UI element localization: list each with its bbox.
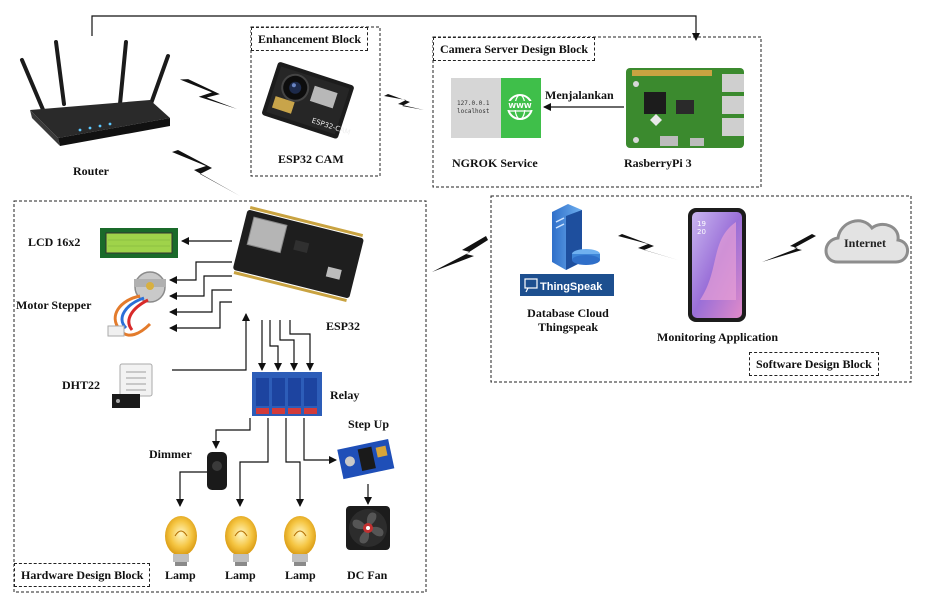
enhancement-block-title: Enhancement Block: [251, 27, 369, 51]
dht22-icon: [112, 363, 153, 408]
ngrok-host-text: localhost: [457, 108, 490, 115]
menjalankan-label: Menjalankan: [545, 88, 614, 102]
step-up-label: Step Up: [348, 417, 390, 431]
router-to-raspberry-line: [91, 15, 700, 41]
lamp-icon: [225, 516, 257, 566]
relay-to-lamp2-arrow: [236, 418, 269, 507]
esp32-to-motor-arrow: [169, 289, 232, 316]
esp32-to-relay-arrow: [269, 320, 282, 371]
wireless-symbol: [432, 236, 488, 272]
enhancement-block-frame: [250, 26, 381, 177]
lamp-icon: [284, 516, 316, 566]
esp32-cam-label: ESP32 CAM: [278, 152, 344, 166]
phone-time-text: 19: [697, 220, 706, 228]
monitoring-app-label: Monitoring Application: [657, 330, 779, 344]
router-label: Router: [73, 164, 109, 178]
dimmer-label: Dimmer: [149, 447, 192, 461]
hardware-block-frame: [13, 200, 427, 593]
thingspeak-logo-text: ThingSpeak: [540, 281, 603, 293]
relay-label: Relay: [330, 388, 360, 402]
phone-date-text: 20: [697, 228, 706, 236]
internet-label: Internet: [844, 236, 886, 250]
esp32-label: ESP32: [326, 319, 361, 333]
wireless-symbol: [618, 234, 678, 260]
lamp-icon: [165, 516, 197, 566]
esp32-to-relay-arrow: [289, 320, 314, 371]
motor-stepper-label: Motor Stepper: [16, 298, 92, 312]
software-block-title: Software Design Block: [749, 352, 879, 376]
esp32-to-motor-arrow: [169, 275, 232, 300]
lcd-label: LCD 16x2: [28, 235, 81, 249]
thingspeak-logo: ThingSpeak: [520, 274, 614, 296]
wireless-symbol: [762, 234, 816, 262]
camera-server-block-title: Camera Server Design Block: [433, 37, 596, 61]
esp32-to-motor-arrow: [169, 301, 232, 332]
step-up-icon: [337, 438, 395, 480]
lamp-label: Lamp: [165, 568, 196, 582]
relay-to-stepup-arrow: [303, 418, 337, 464]
software-block-frame: [490, 195, 912, 383]
wireless-symbol: [172, 150, 240, 196]
dht22-to-esp32-arrow: [172, 313, 250, 371]
esp32-board-icon: [233, 206, 364, 303]
hardware-block-title: Hardware Design Block: [14, 563, 151, 587]
lcd-16x2-icon: [100, 228, 178, 258]
ngrok-www-text: WWW: [508, 102, 531, 110]
esp32-to-relay-arrow: [279, 320, 298, 371]
router-icon: [20, 40, 170, 146]
internet-cloud-icon: [824, 219, 909, 264]
dimmer-icon: [207, 452, 227, 490]
wireless-symbol: [384, 94, 424, 110]
database-label-line2: Thingspeak: [537, 320, 599, 334]
raspberry-label: RasberryPi 3: [624, 156, 692, 170]
smartphone-icon: 19 20: [688, 208, 746, 322]
ngrok-service-icon: 127.0.0.1 localhost WWW: [451, 78, 541, 138]
lamp-label: Lamp: [225, 568, 256, 582]
dc-fan-label: DC Fan: [347, 568, 388, 582]
dht22-label: DHT22: [62, 378, 101, 392]
relay-icon: [252, 372, 322, 416]
raspberry-pi-icon: [626, 68, 744, 148]
database-label-line1: Database Cloud: [527, 306, 609, 320]
lamp-label: Lamp: [285, 568, 316, 582]
relay-to-lamp3-arrow: [285, 418, 304, 507]
relay-to-dimmer-arrow: [212, 418, 251, 449]
ngrok-ip-text: 127.0.0.1: [457, 100, 490, 107]
database-server-icon: [552, 204, 600, 270]
esp32-to-motor-arrow: [169, 261, 232, 284]
esp32-cam-icon: ESP32-CAM: [262, 62, 354, 139]
dimmer-to-lamp1-arrow: [176, 471, 207, 507]
camera-server-block-frame: [432, 36, 762, 188]
motor-stepper-icon: [107, 271, 166, 337]
ngrok-label: NGROK Service: [452, 156, 538, 170]
dc-fan-icon: [346, 506, 390, 550]
wireless-symbol: [179, 79, 238, 109]
